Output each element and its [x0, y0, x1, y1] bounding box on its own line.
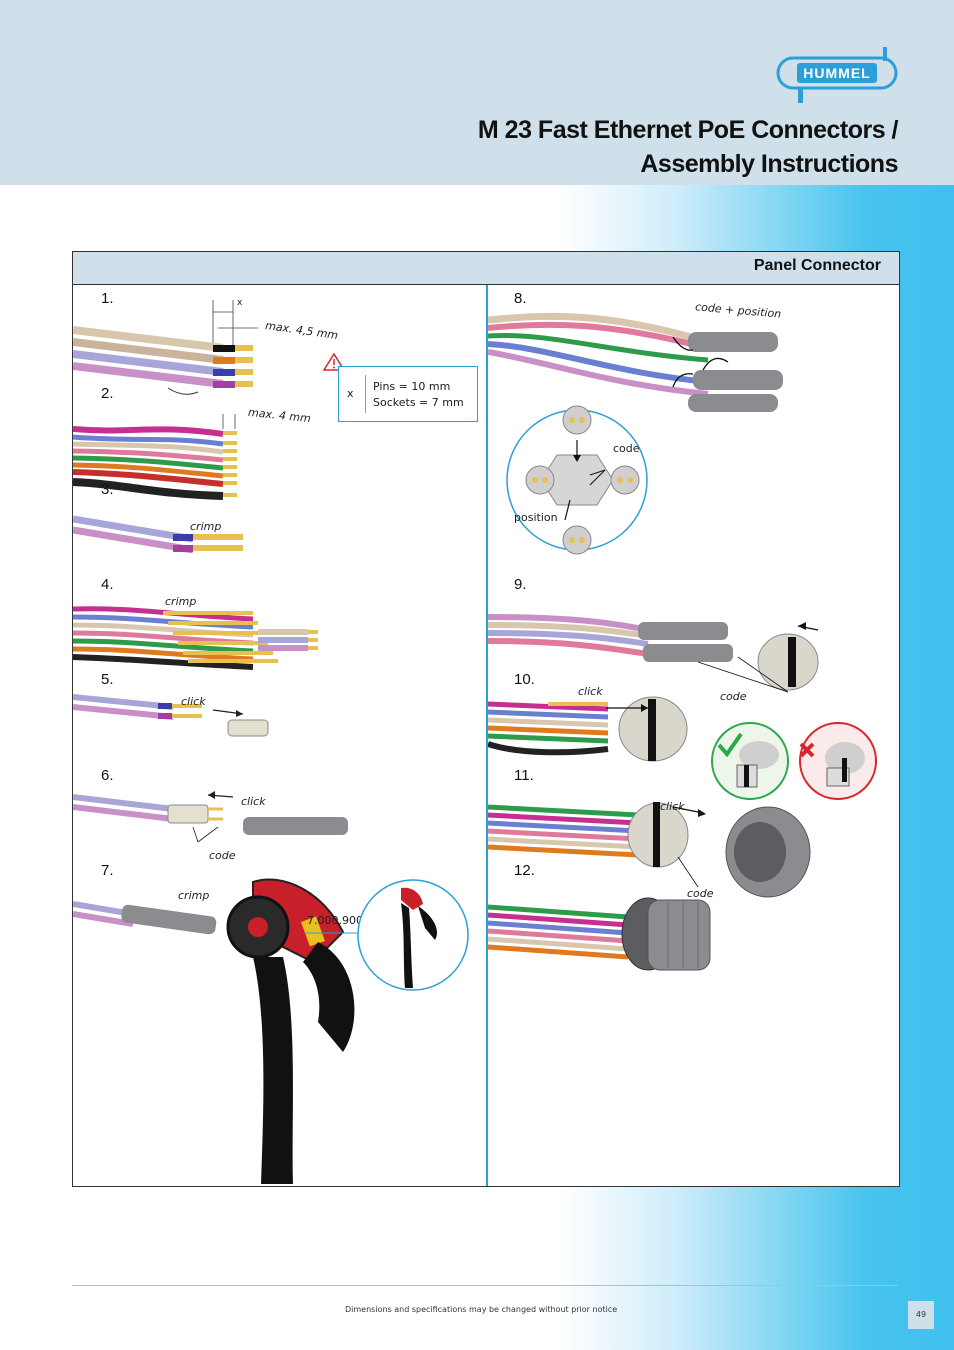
click-label-6: click — [241, 795, 266, 808]
column-divider — [486, 285, 488, 1186]
step-12-number: 12. — [514, 862, 535, 879]
crimp-label-7: crimp — [178, 889, 210, 902]
page-number: 49 — [908, 1301, 934, 1329]
step-1-number: 1. — [101, 290, 114, 307]
step-12-assembled-figure — [488, 897, 711, 971]
crimp-tool-figure — [226, 878, 355, 1184]
step-4-crimp-figure — [73, 606, 318, 670]
step-3-crimp-figure — [73, 515, 243, 554]
panel-title: Panel Connector — [753, 257, 881, 274]
step-2-number: 2. — [101, 385, 114, 402]
code-label-8: code — [613, 442, 640, 455]
note-sockets-length: Sockets = 7 mm — [373, 396, 464, 409]
code-label-6: code — [209, 849, 236, 862]
tool-detail-callout — [305, 879, 469, 991]
step-2-wires-figure — [73, 414, 237, 500]
hummel-logo: HUMMEL — [776, 47, 898, 103]
footer-disclaimer: Dimensions and specifications may be cha… — [345, 1305, 618, 1314]
click-label-10: click — [578, 685, 603, 698]
step-10-number: 10. — [514, 671, 535, 688]
step-9-insert-figure — [488, 614, 819, 693]
assembly-panel: Panel Connector 1. x max. 4,5 mm x Pins … — [72, 251, 900, 1187]
page-header: HUMMEL M 23 Fast Ethernet PoE Connectors… — [0, 0, 954, 185]
step-4-number: 4. — [101, 576, 114, 593]
step-11-number: 11. — [514, 767, 534, 784]
svg-text:HUMMEL: HUMMEL — [803, 65, 870, 81]
click-label-11: click — [660, 800, 685, 813]
step-1-wires-figure — [73, 300, 258, 395]
panel-header: Panel Connector — [73, 252, 899, 285]
step-3-number: 3. — [101, 481, 114, 498]
step-11-click-figure — [488, 802, 811, 898]
dimension-x-label: x — [237, 298, 243, 308]
position-label-8: position — [514, 511, 558, 524]
step-8-number: 8. — [514, 290, 527, 307]
code-position-detail-callout — [506, 405, 648, 555]
page-title-line-1: M 23 Fast Ethernet PoE Connectors / — [477, 116, 899, 144]
code-label-11: code — [687, 887, 714, 900]
page-title-line-2: Assembly Instructions — [640, 150, 898, 178]
step-7-contact-figure — [73, 901, 217, 935]
step-7-number: 7. — [101, 862, 114, 879]
note-separator — [365, 375, 366, 413]
note-pins-length: Pins = 10 mm — [373, 380, 451, 393]
step-6-click-figure — [73, 791, 348, 843]
correct-orientation-icon — [711, 722, 789, 800]
note-x-label: x — [347, 387, 354, 400]
click-label-5: click — [181, 695, 206, 708]
code-label-9: code — [720, 690, 747, 703]
step-5-number: 5. — [101, 671, 114, 688]
step-8-code-position-figure — [488, 312, 783, 412]
footer-divider — [72, 1285, 898, 1286]
step-10-click-figure — [488, 696, 688, 762]
crimp-label-3: crimp — [190, 520, 222, 533]
step-5-click-figure — [73, 694, 269, 737]
crimp-label-4: crimp — [165, 595, 197, 608]
step-9-number: 9. — [514, 576, 527, 593]
step-6-number: 6. — [101, 767, 114, 784]
incorrect-orientation-icon — [799, 722, 877, 800]
strip-length-note: x Pins = 10 mm Sockets = 7 mm — [338, 366, 478, 422]
